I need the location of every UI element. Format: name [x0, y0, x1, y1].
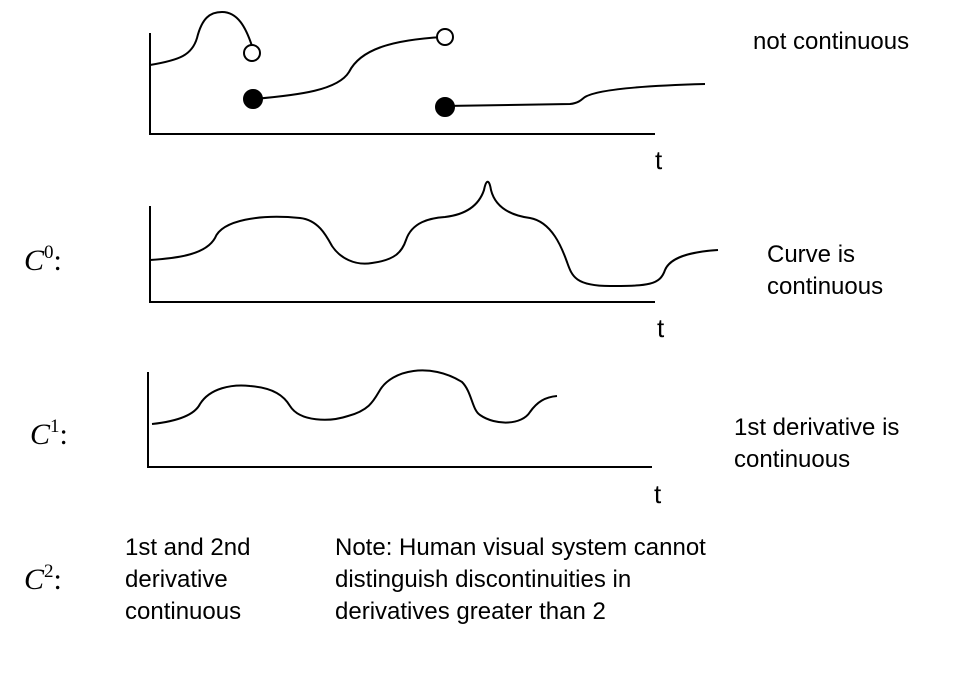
c0-exponent: 0 — [44, 242, 54, 263]
curve-discontinuous-segment-2 — [253, 36, 444, 100]
axes-discontinuous — [149, 33, 655, 135]
t-axis-label-c1: t — [654, 479, 662, 509]
open-endpoint-1 — [243, 44, 261, 62]
c0-colon: : — [53, 244, 62, 277]
label-first-derivative-continuous: 1st derivative is continuous — [734, 414, 900, 473]
label-curve-continuous: Curve is continuous — [767, 241, 884, 300]
c2-label: C2: — [24, 555, 62, 597]
c1-symbol: C — [30, 418, 51, 451]
label-not-continuous: not continuous — [753, 28, 910, 55]
c0-symbol: C — [24, 244, 45, 277]
c2-colon: : — [53, 563, 62, 596]
c2-symbol: C — [24, 563, 45, 596]
curve-c1 — [151, 369, 558, 425]
closed-endpoint-1 — [243, 89, 263, 109]
axes-c0 — [149, 206, 655, 303]
open-endpoint-2 — [436, 28, 454, 46]
c1-colon: : — [59, 418, 68, 451]
t-axis-label-discontinuous: t — [655, 145, 663, 175]
axes-c1 — [147, 372, 652, 468]
c2-exponent: 2 — [44, 561, 54, 582]
curve-discontinuous-segment-1 — [149, 10, 253, 66]
closed-endpoint-2 — [435, 97, 455, 117]
c1-exponent: 1 — [50, 416, 60, 437]
c1-label: C1: — [30, 410, 68, 452]
c0-label: C0: — [24, 236, 62, 278]
t-axis-label-c0: t — [657, 313, 665, 343]
curve-discontinuous-segment-3 — [443, 83, 706, 107]
label-second-derivative-continuous: 1st and 2nd derivative continuous — [125, 534, 251, 625]
note-text: Note: Human visual system cannot disting… — [335, 534, 706, 625]
curve-c0 — [149, 180, 719, 288]
